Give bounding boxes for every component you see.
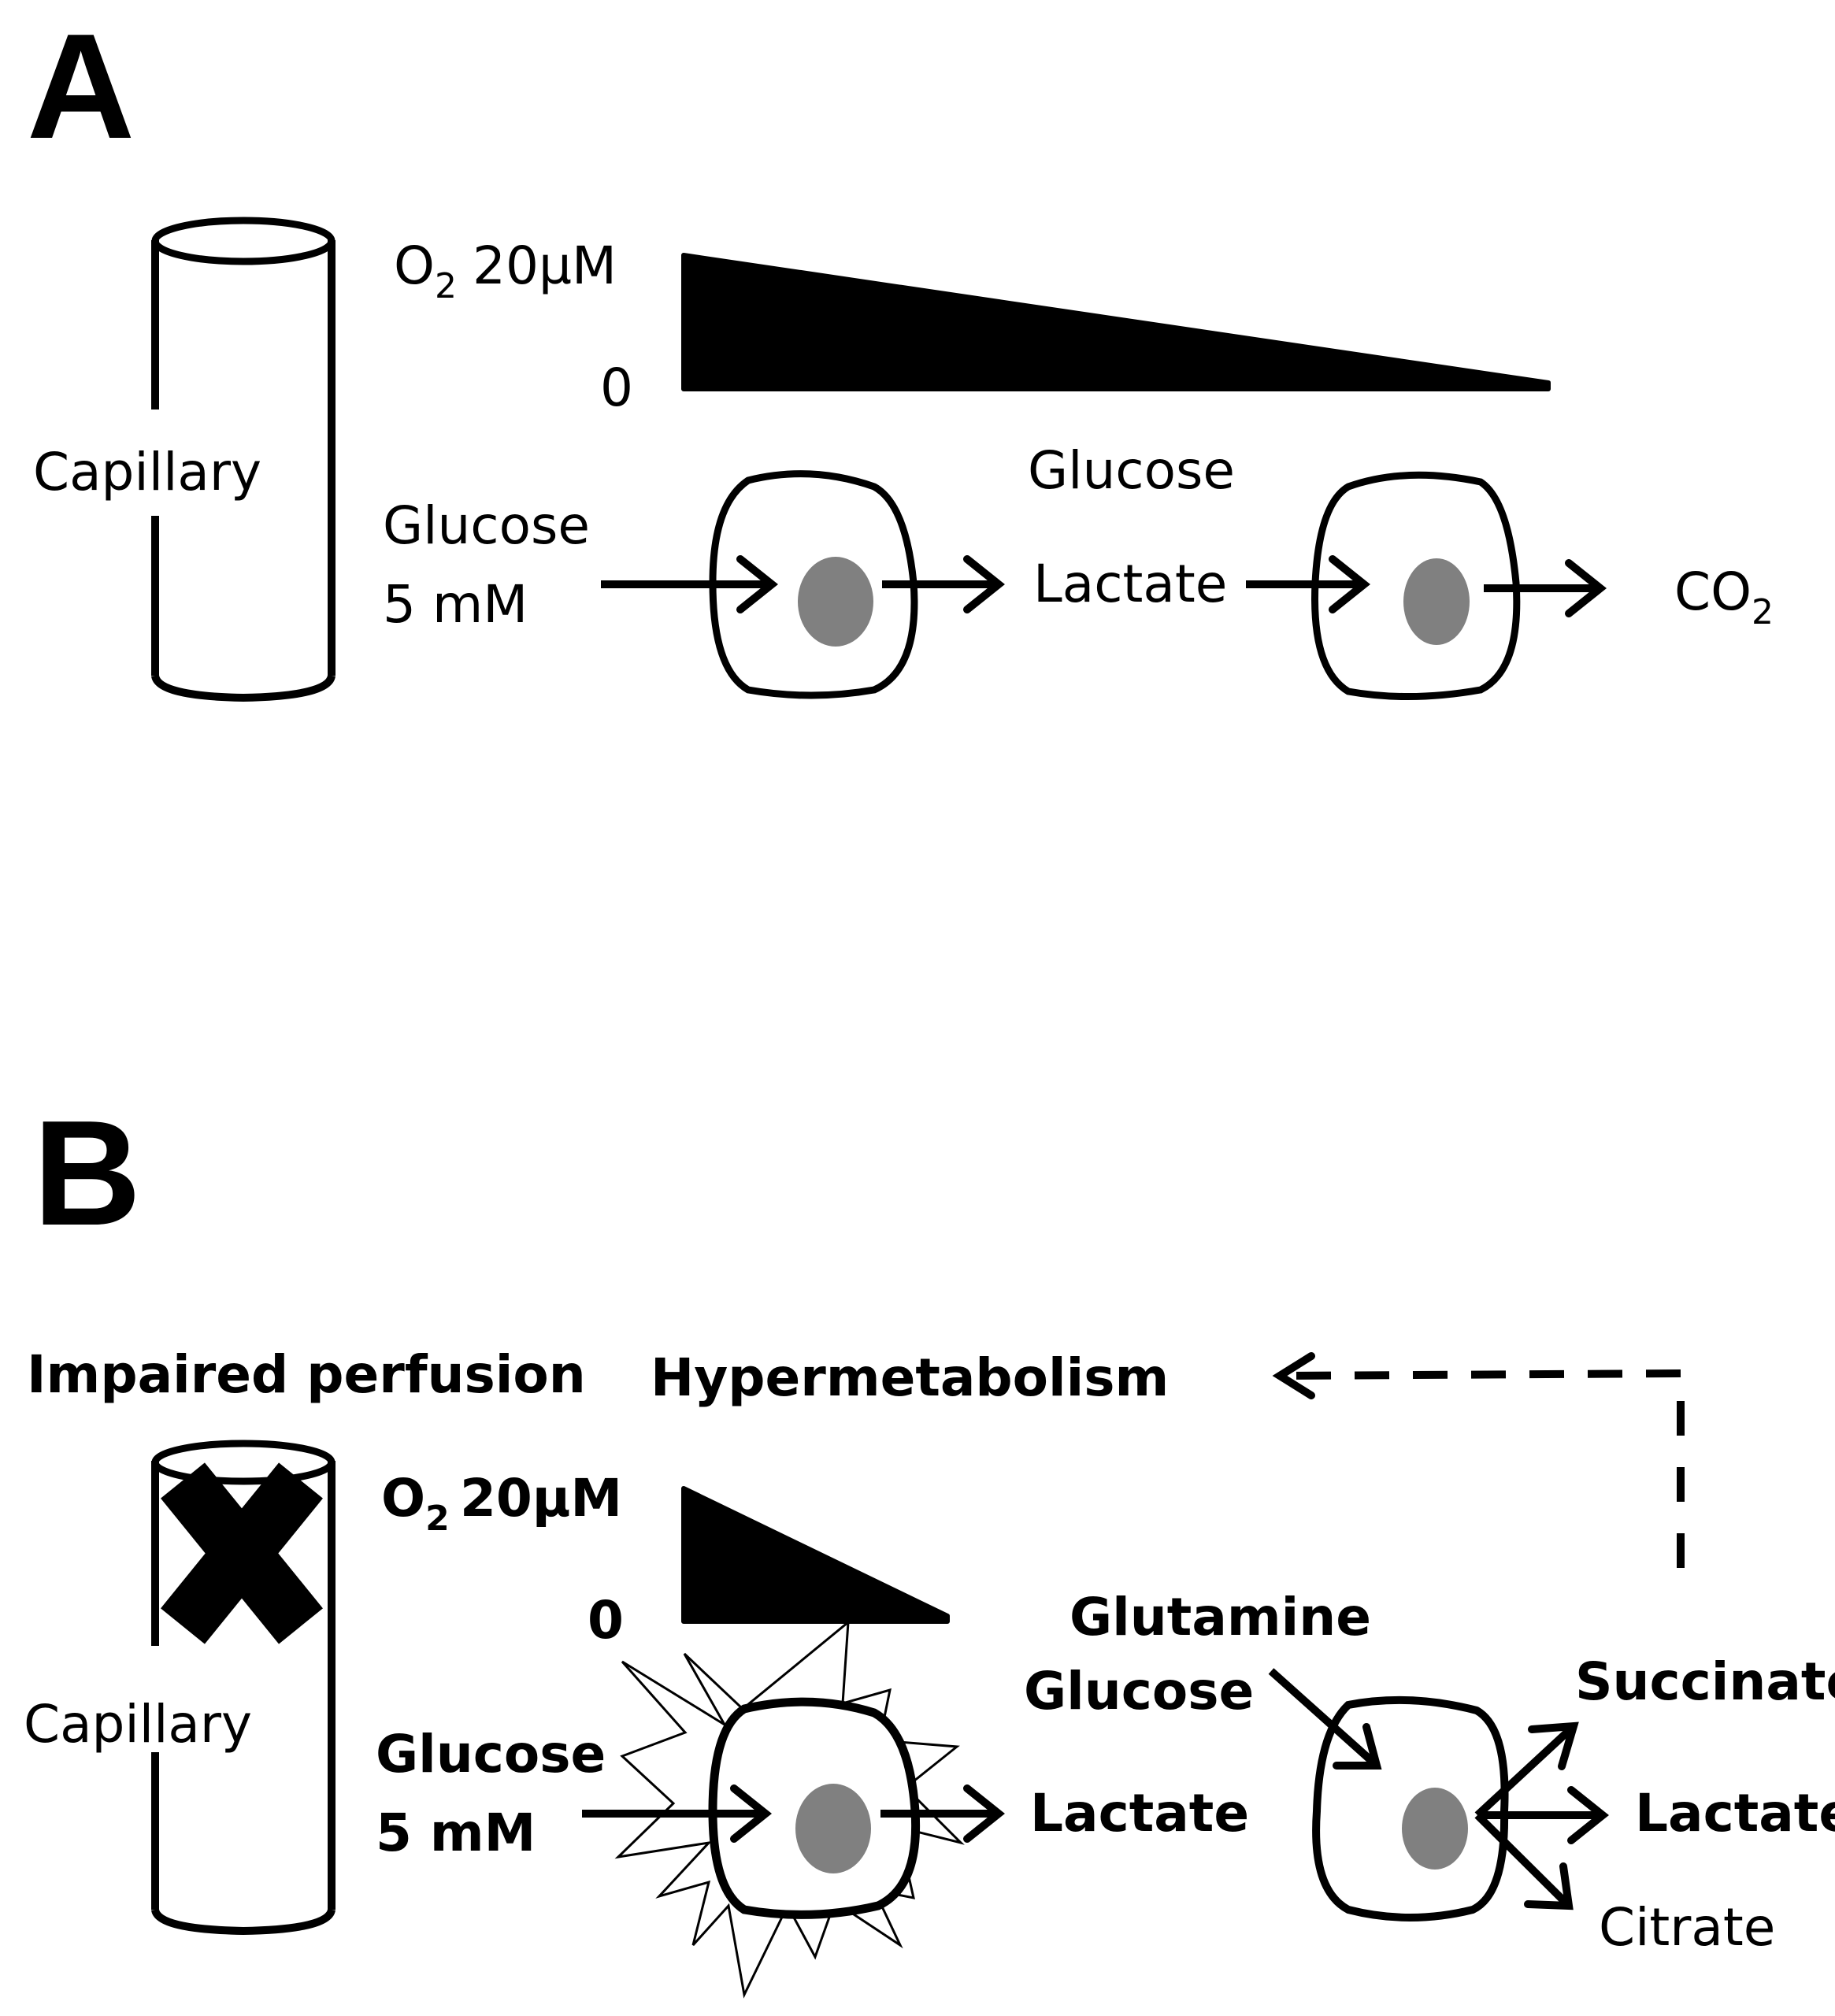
stressed-cell-b1	[614, 1619, 965, 1999]
supply-label-a-line1: Glucose	[383, 495, 590, 556]
lactate-label-b1: Lactate	[1030, 1783, 1249, 1844]
o2-symbol-b: O2	[381, 1468, 450, 1539]
arrow-glucose-into-cell-a1	[601, 555, 779, 613]
capillary-b-bottom	[151, 1908, 335, 1936]
cell-a1-nucleus	[798, 557, 873, 647]
mid-glucose-label-a: Glucose	[1028, 440, 1235, 501]
cell-b2	[1312, 1695, 1509, 1922]
cell-a2-nucleus	[1403, 558, 1470, 645]
panel-letter-b: B	[33, 1090, 141, 1257]
arrow-cell-b1-to-lactate	[880, 1784, 1006, 1843]
cell-b2-membrane	[1312, 1695, 1509, 1922]
arrow-inputs-into-cell-b2	[1268, 1668, 1382, 1770]
capillary-a	[151, 217, 335, 702]
capillary-b-top	[151, 1440, 335, 1485]
panel-b: B Impaired perfusion Hypermetabolism Cap…	[24, 1090, 1835, 1999]
header-impaired-perfusion: Impaired perfusion	[27, 1344, 586, 1405]
citrate-label: Citrate	[1599, 1897, 1775, 1958]
arrow-cell-a1-to-lactate	[882, 555, 1006, 613]
capillary-a-label: Capillary	[33, 442, 261, 502]
capillary-a-bottom	[151, 674, 335, 702]
cell-b1-nucleus	[795, 1784, 871, 1873]
feedback-dashed-arrow	[1272, 1352, 1685, 1568]
o2-gradient-wedge-b	[681, 1486, 950, 1624]
o2-max-label-b: 20µM	[460, 1468, 622, 1529]
o2-max-label-a: 20µM	[473, 235, 617, 296]
cell-b2-nucleus	[1402, 1788, 1468, 1870]
arrow-cell-b2-to-lactate	[1477, 1786, 1610, 1844]
arrow-glucose-into-cell-b1	[582, 1784, 773, 1843]
capillary-a-top	[151, 217, 335, 265]
o2-symbol-a: O2	[394, 235, 457, 306]
cell-a2-membrane	[1311, 471, 1521, 700]
o2-min-label-b: 0	[588, 1590, 624, 1651]
glutamine-label: Glutamine	[1069, 1587, 1371, 1647]
o2-gradient-wedge-a	[681, 253, 1551, 391]
lactate-label-a: Lactate	[1033, 554, 1227, 614]
supply-label-a-line2: 5 mM	[383, 574, 528, 635]
arrow-cell-b2-to-succinate	[1474, 1721, 1579, 1818]
succinate-label: Succinate	[1575, 1651, 1835, 1712]
header-hypermetabolism: Hypermetabolism	[651, 1347, 1169, 1408]
blocked-x-icon	[161, 1462, 323, 1644]
panel-a: A Capillary O2 20µM 0 Glucose 5 mM	[27, 3, 1774, 702]
panel-letter-a: A	[27, 3, 135, 170]
capillary-b	[151, 1440, 335, 1936]
co2-label-a: CO2	[1674, 561, 1774, 632]
o2-min-label-a: 0	[600, 358, 633, 418]
supply-label-b-line2: 5 mM	[376, 1803, 536, 1863]
cell-a2	[1311, 471, 1521, 700]
glucose-label-b2: Glucose	[1024, 1661, 1254, 1721]
arrow-lactate-into-cell-a2	[1246, 555, 1371, 613]
arrow-cell-b2-to-citrate	[1474, 1812, 1574, 1910]
capillary-b-label: Capillary	[24, 1694, 252, 1755]
lactate-label-b2: Lactate	[1635, 1783, 1835, 1844]
arrow-cell-a2-to-co2	[1484, 559, 1607, 617]
supply-label-b-line1: Glucose	[376, 1724, 606, 1784]
